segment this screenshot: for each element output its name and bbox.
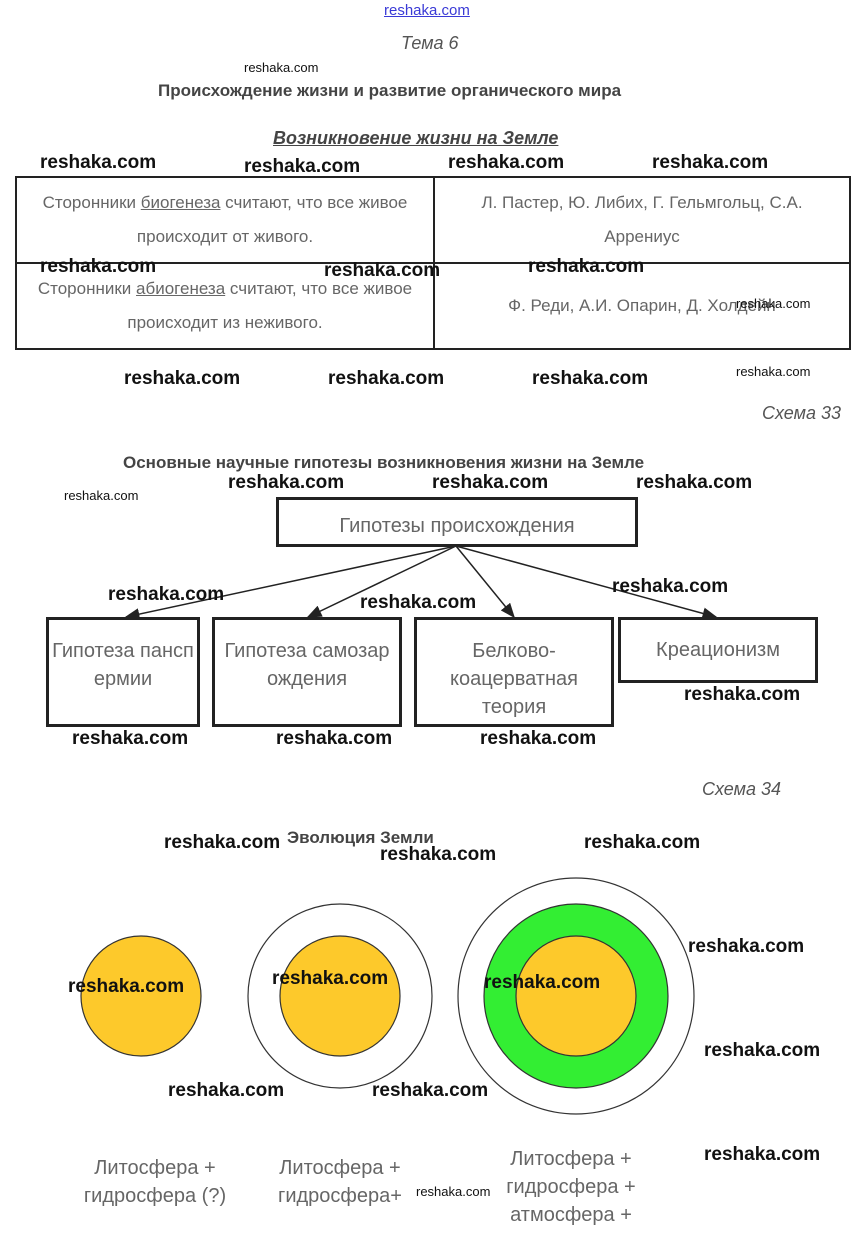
- watermark: reshaka.com: [432, 472, 549, 493]
- watermark: reshaka.com: [684, 684, 801, 705]
- cell-text: Сторонники: [42, 193, 141, 212]
- biogenesis-scientists-cell: Л. Пастер, Ю. Либих, Г. Гельмгольц, С.А.…: [433, 176, 851, 264]
- watermark: reshaka.com: [612, 576, 729, 597]
- table-row: Сторонники абиогенеза считают, что все ж…: [15, 262, 851, 350]
- arrow-to-coacervate-theory: [455, 545, 515, 619]
- watermark: reshaka.com: [64, 488, 139, 503]
- topic-label: Тема 6: [401, 33, 459, 53]
- stage3-core: [515, 935, 637, 1057]
- watermark: reshaka.com: [360, 592, 477, 613]
- hypothesis-label: Белково-коацерватная теория: [450, 640, 578, 718]
- watermark: reshaka.com: [228, 472, 345, 493]
- stage1-caption: Литосфера + гидросфера (?): [60, 1154, 250, 1210]
- arrow-to-creationism: [455, 545, 718, 620]
- watermark: reshaka.com: [372, 1080, 489, 1101]
- root-label: Гипотезы происхождения: [339, 515, 575, 537]
- watermark: reshaka.com: [704, 1040, 821, 1061]
- watermark: reshaka.com: [72, 728, 189, 749]
- watermark: reshaka.com: [484, 972, 601, 993]
- watermark: reshaka.com: [688, 936, 805, 957]
- hypothesis-label: Гипотеза самозарождения: [224, 640, 390, 690]
- cell-text: считают, что все живое происходит от жив…: [136, 193, 408, 246]
- section-title: Происхождение жизни и развитие органичес…: [158, 81, 622, 100]
- cell-text: Л. Пастер, Ю. Либих, Г. Гельмгольц, С.А.…: [481, 193, 803, 246]
- stage2-caption: Литосфера + гидросфера+: [250, 1154, 430, 1210]
- watermark: reshaka.com: [40, 152, 157, 173]
- watermark: reshaka.com: [68, 976, 185, 997]
- cell-text: Ф. Реди, А.И. Опарин, Д. Холдейн: [508, 296, 776, 315]
- table-title: Возникновение жизни на Земле: [273, 128, 559, 148]
- watermark: reshaka.com: [532, 368, 649, 389]
- watermark: reshaka.com: [636, 472, 753, 493]
- watermark: reshaka.com: [328, 368, 445, 389]
- site-link[interactable]: reshaka.com: [384, 2, 470, 19]
- caption-line: Литосфера +: [279, 1157, 401, 1179]
- watermark: reshaka.com: [416, 1184, 491, 1199]
- term-biogenesis: биогенеза: [140, 193, 221, 212]
- watermark: reshaka.com: [276, 728, 393, 749]
- caption-line: гидросфера (?): [83, 1185, 227, 1207]
- caption-line: Литосфера +: [510, 1148, 632, 1170]
- arrow-to-spontaneous-generation: [306, 545, 457, 618]
- arrow-to-panspermia: [124, 545, 457, 621]
- scheme34-title: Эволюция Земли: [287, 828, 434, 847]
- scheme33-label: Схема 33: [762, 403, 841, 423]
- cell-text: считают, что все живое происходит из неж…: [127, 279, 413, 332]
- watermark: reshaka.com: [480, 728, 597, 749]
- watermark: reshaka.com: [584, 832, 701, 853]
- hypothesis-label: Креационизм: [656, 639, 780, 661]
- watermark: reshaka.com: [736, 364, 811, 379]
- hypothesis-label: Гипотеза панспермии: [52, 640, 194, 690]
- caption-line: гидросфера+: [278, 1185, 402, 1207]
- stage1-core: [80, 935, 202, 1057]
- scheme34-label: Схема 34: [702, 779, 781, 799]
- watermark: reshaka.com: [244, 156, 361, 177]
- watermark: reshaka.com: [528, 256, 645, 277]
- coacervate-theory-box: Белково-коацерватная теория: [414, 617, 614, 727]
- scheme33-title: Основные научные гипотезы возникновения …: [123, 453, 645, 472]
- caption-line: атмосфера +: [510, 1204, 632, 1226]
- caption-line: гидросфера +: [506, 1176, 636, 1198]
- watermark: reshaka.com: [244, 60, 319, 75]
- abiogenesis-scientists-cell: Ф. Реди, А.И. Опарин, Д. Холдейн: [433, 262, 851, 350]
- watermark: reshaka.com: [164, 832, 281, 853]
- watermark: reshaka.com: [736, 296, 811, 311]
- origin-table: Сторонники биогенеза считают, что все жи…: [15, 176, 851, 350]
- watermark: reshaka.com: [704, 1144, 821, 1165]
- watermark: reshaka.com: [448, 152, 565, 173]
- cell-text: Сторонники: [37, 279, 137, 298]
- watermark: reshaka.com: [40, 256, 157, 277]
- term-abiogenesis: абиогенеза: [136, 279, 226, 298]
- stage2-core: [279, 935, 401, 1057]
- biogenesis-cell: Сторонники биогенеза считают, что все жи…: [15, 176, 435, 264]
- watermark: reshaka.com: [324, 260, 441, 281]
- panspermia-box: Гипотеза панспермии: [46, 617, 200, 727]
- watermark: reshaka.com: [380, 844, 497, 865]
- watermark: reshaka.com: [168, 1080, 285, 1101]
- stage3-caption: Литосфера + гидросфера + атмосфера +: [476, 1145, 666, 1229]
- watermark: reshaka.com: [272, 968, 389, 989]
- creationism-box: Креационизм: [618, 617, 818, 683]
- root-hypotheses-box: Гипотезы происхождения: [276, 497, 638, 547]
- watermark: reshaka.com: [652, 152, 769, 173]
- abiogenesis-cell: Сторонники абиогенеза считают, что все ж…: [15, 262, 435, 350]
- caption-line: Литосфера +: [94, 1157, 216, 1179]
- spontaneous-generation-box: Гипотеза самозарождения: [212, 617, 402, 727]
- watermark: reshaka.com: [108, 584, 225, 605]
- table-row: Сторонники биогенеза считают, что все жи…: [15, 176, 851, 264]
- watermark: reshaka.com: [124, 368, 241, 389]
